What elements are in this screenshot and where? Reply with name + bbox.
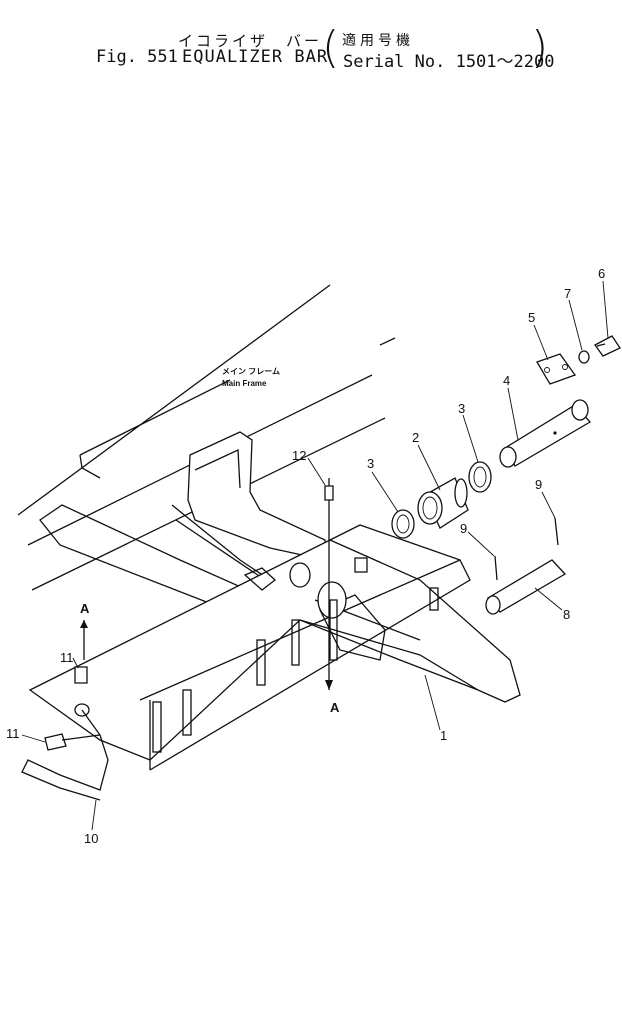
callout-9a: 9: [460, 521, 467, 536]
view-arrow-upper: A: [80, 601, 90, 660]
grease-fitting-top: [324, 478, 334, 540]
callout-4: 4: [503, 373, 510, 388]
main-frame-jp-label: メイン フレーム: [222, 367, 280, 376]
callout-11a: 11: [60, 650, 74, 665]
callout-5: 5: [528, 310, 535, 325]
callout-6: 6: [598, 266, 605, 281]
view-arrow-lower: A: [325, 540, 340, 715]
part-name: EQUALIZER BAR: [182, 47, 329, 67]
figure-header: イコライザ バー 適用号機 Fig. 551 EQUALIZER BAR ( S…: [0, 0, 622, 90]
callout-3b: 3: [458, 401, 465, 416]
lock-plate-bolt-washer: [536, 335, 621, 385]
callout-9b: 9: [535, 477, 542, 492]
japanese-serial-label: 適用号機: [342, 33, 414, 49]
callout-7: 7: [564, 286, 571, 301]
figure-number: Fig. 551: [96, 47, 178, 67]
main-frame-label: Main Frame: [222, 379, 267, 388]
callout-10: 10: [84, 831, 98, 846]
callout-1: 1: [440, 728, 447, 743]
lower-pin-and-cotters: [485, 517, 567, 615]
close-bracket: ): [531, 22, 549, 73]
japanese-part-name: イコライザ バー: [178, 32, 323, 50]
callout-2: 2: [412, 430, 419, 445]
view-arrow-lower-label: A: [330, 700, 340, 715]
seal-rings: [391, 461, 492, 539]
callout-3a: 3: [367, 456, 374, 471]
callout-numbers: 1 2 3 3 4 5 6 7 8 9 9 10 11 11 12: [6, 266, 609, 846]
bushing: [417, 477, 469, 529]
callout-8: 8: [563, 607, 570, 622]
view-arrow-upper-label: A: [80, 601, 90, 616]
serial-range: Serial No. 1501～2200: [343, 52, 555, 72]
equalizer-bar: [28, 524, 521, 771]
pin: [499, 399, 592, 468]
open-bracket: (: [322, 22, 340, 73]
callout-11b: 11: [6, 726, 20, 741]
grease-line: [21, 666, 109, 801]
callout-12: 12: [292, 448, 306, 463]
